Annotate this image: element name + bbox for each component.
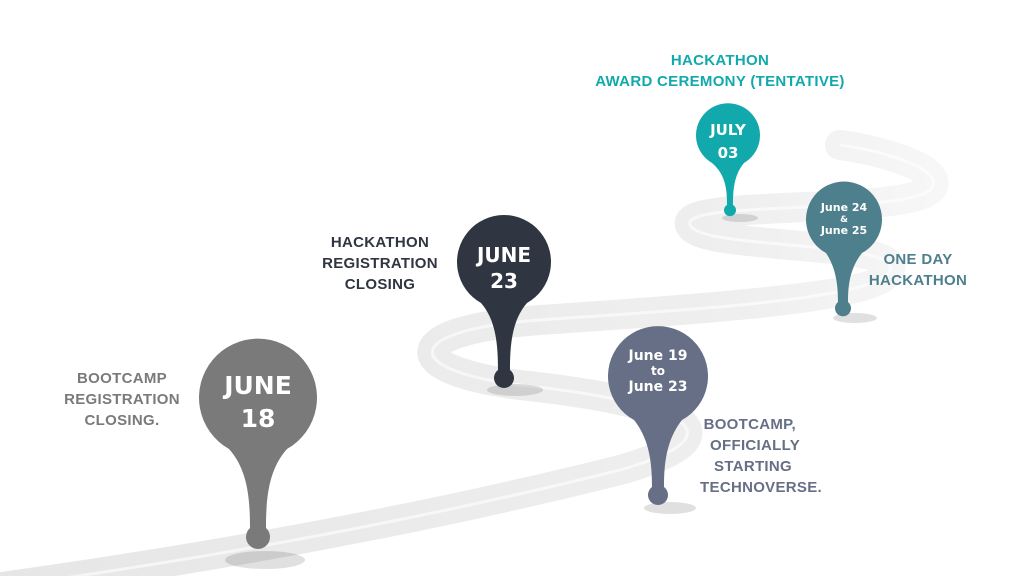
pin-shadow [487,384,543,396]
label-line: BOOTCAMP, [703,416,796,433]
label-line: HACKATHON [670,52,770,69]
winding-road [0,130,949,576]
pin-date-june-18-line-2: 18 [241,404,276,433]
label-award-ceremony: HACKATHON AWARD CEREMONY (TENTATIVE) [560,50,880,92]
label-hackathon-registration-closing: HACKATHON REGISTRATION CLOSING [310,232,450,295]
pin-date-june-18-line-1: JUNE [222,371,292,400]
pin-shape [199,338,317,549]
pin-shadow [644,502,696,514]
pin-shape [608,326,708,505]
label-line: TECHNOVERSE. [700,479,822,496]
pin-date-june-23-line-2: 23 [490,269,518,293]
pin-shape [805,181,883,317]
pin-date-july-03-line-2: 03 [718,144,739,162]
label-line: HACKATHON [330,234,430,251]
label-line: REGISTRATION [64,391,180,408]
label-line: STARTING [714,458,792,475]
label-line: OFFICIALLY [710,437,800,454]
pin-june-18 [199,338,317,569]
pin-shape [696,103,760,217]
label-line: BOOTCAMP [77,370,167,387]
label-bootcamp-registration-closing: BOOTCAMP REGISTRATION CLOSING. [52,368,192,431]
pin-date-july-03-line-1: JULY [709,121,747,139]
pin-date-bootcamp-line-1: June 19 [628,348,688,364]
pin-date-hackathon-line-3: June 25 [820,224,867,237]
pin-date-hackathon-line-1: June 24 [820,201,868,214]
pin-date-bootcamp-line-3: June 23 [628,379,688,395]
label-line: AWARD CEREMONY (TENTATIVE) [595,73,845,90]
label-line: HACKATHON [868,272,968,289]
label-line: CLOSING [344,276,416,293]
pin-shape [457,215,551,388]
pin-date-bootcamp-line-2: to [651,364,665,378]
label-line: ONE DAY [883,251,953,268]
pin-june-19-to-june-23 [608,326,708,514]
label-line: CLOSING. [84,412,160,429]
pin-shadow [225,551,305,569]
pin-date-june-23-line-1: JUNE [475,243,531,267]
pin-date-hackathon-line-2: & [840,215,848,225]
pin-june-23 [457,215,551,396]
label-one-day-hackathon: ONE DAY HACKATHON [858,249,978,291]
pin-june-24-and-june-25 [805,181,883,323]
label-bootcamp-officially-starting: BOOTCAMP, OFFICIALLY STARTING TECHNOVERS… [672,414,822,498]
pin-july-03 [696,103,760,222]
label-line: REGISTRATION [322,255,438,272]
